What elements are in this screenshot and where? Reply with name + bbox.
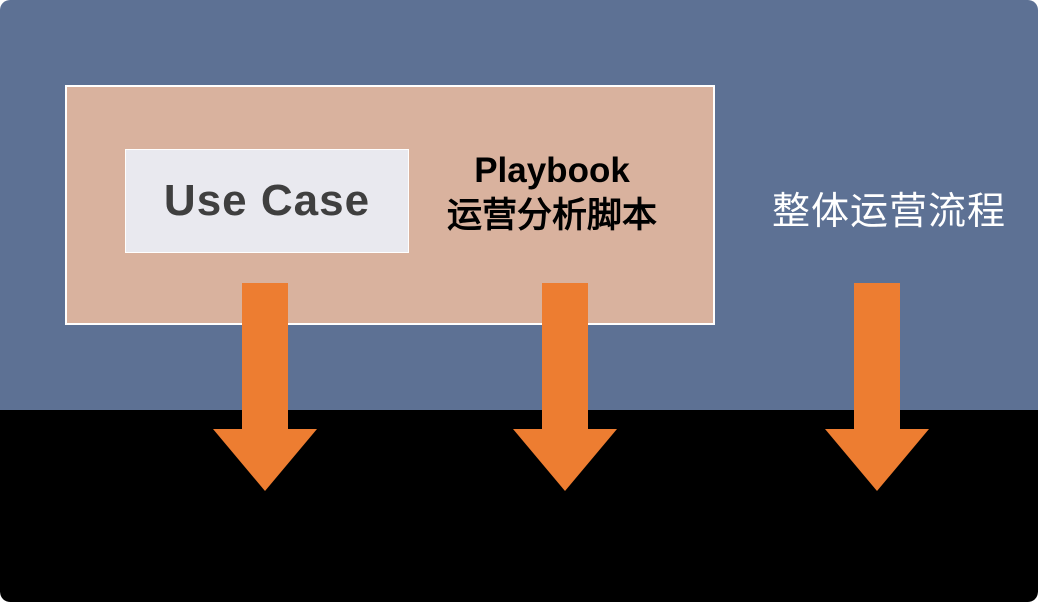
down-arrow-shape [825,283,929,491]
down-arrow-shape [213,283,317,491]
down-arrow-icon-overall-process [825,283,929,491]
use-case-box: Use Case [125,149,409,253]
playbook-label-line2: 运营分析脚本 [446,195,657,235]
down-arrow-icon-use-case [213,283,317,491]
use-case-playbook-box: Use Case Playbook 运营分析脚本 [65,85,715,325]
down-arrow-icon-playbook [513,283,617,491]
overall-process-label: 整体运营流程 [771,191,1006,233]
down-arrow-shape [513,283,617,491]
playbook-label-line1: Playbook [474,151,630,190]
use-case-label: Use Case [163,176,371,225]
playbook-label: Playbook 运营分析脚本 [407,149,697,239]
